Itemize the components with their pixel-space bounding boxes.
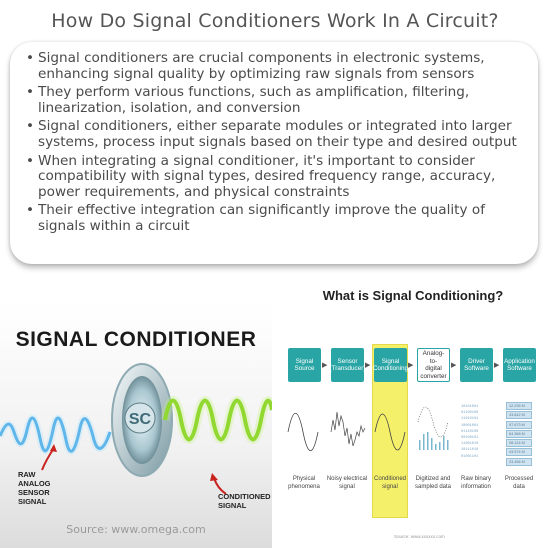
raw-signal-label: RAW ANALOG SENSOR SIGNAL — [18, 470, 68, 506]
stage-box-label: Signal Conditioning — [373, 357, 409, 373]
binary-line: 10101001 — [461, 405, 479, 409]
stage-box-application-software: Application Software — [503, 348, 536, 382]
stage-box-driver-software: Driver Software — [460, 348, 493, 382]
binary-line: 11010101 — [461, 417, 479, 422]
stage-box-signal-conditioning: Signal Conditioning — [373, 348, 409, 382]
bullet-item: Their effective integration can signific… — [26, 202, 526, 234]
binary-line: 10111010 — [461, 448, 479, 453]
stage-caption-text: Noisy electrical signal — [326, 476, 368, 490]
signal-conditioning-diagram: What is Signal Conditioning? Signal Sour… — [278, 282, 548, 548]
stage-caption: Physical phenomena — [283, 476, 325, 491]
left-image-source: Source: www.omega.com — [66, 523, 206, 536]
diagram-title: What is Signal Conditioning? — [322, 288, 504, 303]
arrow-right-icon: ▶ — [494, 361, 500, 369]
value-cell: 43.974 M — [506, 448, 532, 457]
binary-line: 01110100 — [461, 429, 479, 434]
conditioned-wave — [374, 413, 406, 451]
diagram-source: Source: www.xxxxxx.com — [394, 534, 445, 539]
stage-box-label: Signal Source — [294, 357, 315, 373]
binary-line: 10001001 — [461, 423, 479, 428]
binary-line: 01001101 — [461, 454, 479, 459]
stage-box-label: Sensor (Transducer) — [329, 357, 366, 373]
bullet-list: Signal conditioners are crucial componen… — [10, 42, 538, 235]
arrow-right-icon: ▶ — [408, 361, 414, 369]
sampled-wave — [417, 406, 449, 438]
value-cell: 43.642 M — [506, 411, 532, 420]
bullet-item: They perform various functions, such as … — [26, 84, 526, 116]
signal-conditioner-illustration: SC SIGNAL CONDITIONER RAW ANALOG SENSOR … — [0, 302, 272, 548]
arrow-right-icon: ▶ — [365, 361, 371, 369]
noisy-wave — [330, 411, 366, 447]
bullet-item: Signal conditioners are crucial componen… — [26, 50, 526, 82]
value-cell: 64.368 M — [506, 429, 532, 438]
stage-box-sensor: Sensor (Transducer) — [329, 348, 366, 382]
conditioned-signal-label: CONDITIONED SIGNAL — [218, 492, 271, 510]
binary-data: 10101001 01100100 11010101 10001001 0111… — [461, 404, 487, 460]
stage-box-label: Analog-to- digital converter — [420, 350, 447, 380]
binary-line: 11001010 — [461, 442, 479, 447]
stage-caption-text: Physical phenomena — [288, 476, 320, 490]
stage-waveforms — [287, 406, 449, 452]
value-cell: 97.673 M — [506, 420, 532, 429]
conditioned-signal-wave — [163, 398, 272, 442]
sc-logo: SC — [129, 411, 152, 428]
raw-signal-label-text: RAW ANALOG SENSOR SIGNAL — [18, 470, 51, 506]
stage-caption: Digitized and sampled data — [412, 476, 454, 491]
value-cell: 23.456 M — [506, 457, 532, 466]
stage-box-label: Application Software — [504, 357, 535, 373]
stage-box-adc: Analog-to- digital converter — [417, 348, 450, 382]
value-cell: 12.235 M — [506, 402, 532, 410]
arrow-right-icon: ▶ — [322, 361, 328, 369]
signal-conditioner-graphic: SC — [0, 363, 272, 495]
binary-line: 01100100 — [461, 411, 479, 416]
stage-caption: Processed data — [498, 476, 540, 491]
value-cell: 08.124 M — [506, 439, 532, 448]
physical-wave — [287, 412, 319, 452]
stage-caption: Raw binary information — [455, 476, 497, 491]
stage-caption-text: Digitized and sampled data — [414, 476, 452, 490]
arrow-right-icon: ▶ — [451, 361, 457, 369]
summary-card: Signal conditioners are crucial componen… — [10, 42, 538, 264]
stage-caption: Conditioned signal — [369, 476, 411, 491]
binary-line: 00100101 — [461, 436, 479, 441]
raw-signal-wave — [0, 416, 112, 453]
bullet-item: Signal conditioners, either separate mod… — [26, 119, 526, 150]
signal-conditioner-heading: SIGNAL CONDITIONER — [15, 328, 257, 351]
stage-caption-text: Conditioned signal — [373, 476, 407, 490]
stage-caption-text: Raw binary information — [460, 476, 491, 490]
stage-caption: Noisy electrical signal — [326, 476, 368, 491]
bullet-item: When integrating a signal conditioner, i… — [26, 153, 526, 201]
sample-bars — [419, 432, 449, 450]
stage-box-label: Driver Software — [464, 357, 489, 373]
page-title: How Do Signal Conditioners Work In A Cir… — [51, 10, 499, 32]
stage-caption-text: Processed data — [504, 476, 534, 490]
processed-values: 12.235 M 43.642 M 97.673 M 64.368 M 08.1… — [506, 402, 532, 467]
stage-box-signal-source: Signal Source — [288, 348, 321, 382]
conditioned-signal-label-text: CONDITIONED SIGNAL — [218, 492, 271, 510]
